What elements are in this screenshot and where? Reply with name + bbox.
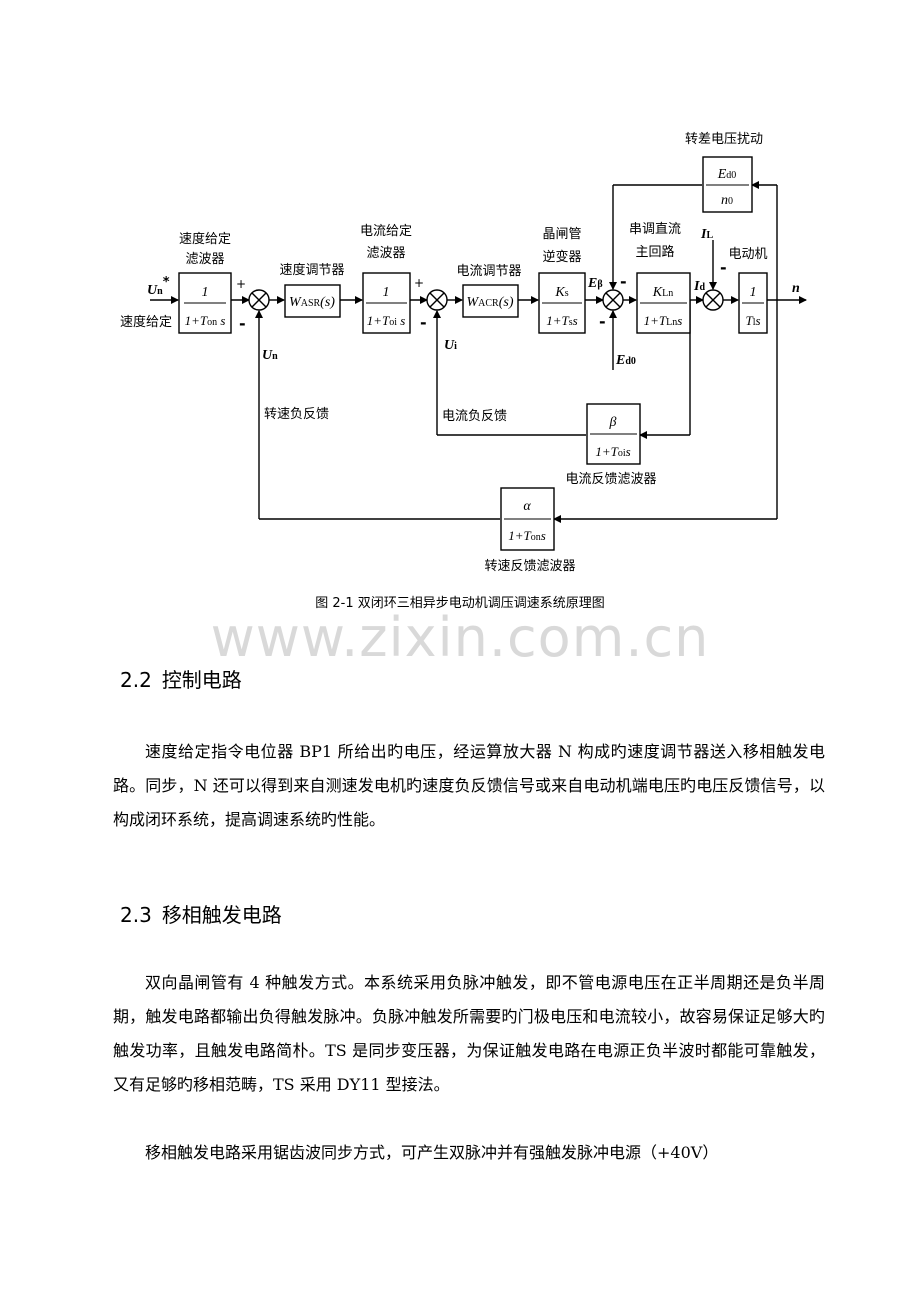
motor-label: 电动机 xyxy=(728,247,767,262)
sum-junction-current xyxy=(426,289,448,311)
asr-block xyxy=(284,284,341,318)
dc-loop-label-bottom: 主回路 xyxy=(635,244,674,260)
motor-numerator: 1 xyxy=(750,285,757,300)
svg-text:WASR(s): WASR(s) xyxy=(289,295,335,310)
svg-text:1+Toi s: 1+Toi s xyxy=(367,313,406,328)
svg-text:Ed0: Ed0 xyxy=(717,167,737,182)
speed-filter-denominator: 1+T xyxy=(185,313,208,328)
dc-loop-denominator: 1+T xyxy=(644,313,667,328)
svg-text:Id: Id xyxy=(693,279,705,294)
thyristor-label-bottom: 逆变器 xyxy=(542,249,581,265)
speed-filter-label-bottom: 滤波器 xyxy=(185,252,224,267)
current-filter-label-top: 电流给定 xyxy=(360,224,412,239)
motor-denominator: T xyxy=(745,313,753,328)
current-filter-numerator: 1 xyxy=(383,285,390,300)
section-heading-2-2: 2.2 控制电路 xyxy=(120,664,242,693)
current-feedback-filter-numerator: β xyxy=(609,415,617,430)
slip-disturbance-denominator: n xyxy=(721,193,728,208)
section-heading-2-3: 2.3 移相触发电路 xyxy=(120,899,282,928)
svg-text:Eβ: Eβ xyxy=(587,276,603,291)
current-filter-label-bottom: 滤波器 xyxy=(366,246,405,261)
input-signal: U xyxy=(147,283,158,298)
il-signal: I xyxy=(700,227,707,242)
dc-loop-label-top: 串调直流 xyxy=(629,222,681,237)
voltage-sum-minus-top: - xyxy=(620,272,627,291)
paragraph: 双向晶闸管有 4 种触发方式。本系统采用负脉冲触发，即不管电源电压在正半周期还是… xyxy=(113,973,825,1094)
block-diagram: 速度给定 滤波器 1 1+Ton s 速度调节器 WASR(s) 电流给定 滤波… xyxy=(120,132,807,574)
ui-signal: U xyxy=(444,338,455,353)
ebeta-signal: E xyxy=(587,276,597,291)
sum-junction-speed xyxy=(248,289,270,311)
speed-feedback-label: 转速负反馈 xyxy=(264,407,329,422)
figure-caption: 图 2-1 双闭环三相异步电动机调压调速系统原理图 xyxy=(315,596,605,611)
section-number: 2.3 xyxy=(120,903,152,927)
thyristor-label-top: 晶闸管 xyxy=(542,227,581,242)
speed-sum-minus: - xyxy=(239,314,246,333)
svg-text:KLn: KLn xyxy=(652,285,673,300)
svg-text:1+Tois: 1+Tois xyxy=(595,444,630,459)
slip-disturbance-label: 转差电压扰动 xyxy=(685,132,763,147)
paragraph: 移相触发电路采用锯齿波同步方式，可产生双脉冲并有强触发脉冲电源（+40V） xyxy=(145,1143,719,1162)
speed-filter-label-top: 速度给定 xyxy=(179,231,231,247)
speed-filter-numerator: 1 xyxy=(202,285,209,300)
speed-feedback-filter-denominator: 1+T xyxy=(508,528,531,543)
thyristor-denominator: 1+T xyxy=(546,313,569,328)
ed0-signal: E xyxy=(615,353,625,368)
thyristor-numerator: K xyxy=(554,285,565,300)
acr-text: W xyxy=(466,295,479,310)
svg-text:Ed0: Ed0 xyxy=(615,353,636,368)
dc-loop-numerator: K xyxy=(652,285,663,300)
acr-block xyxy=(462,284,519,318)
un-signal: U xyxy=(262,348,273,363)
speed-feedback-filter-label: 转速反馈滤波器 xyxy=(484,559,575,574)
section-title: 移相触发电路 xyxy=(161,903,282,927)
id-signal: I xyxy=(693,279,700,294)
svg-text:Un*: Un* xyxy=(147,275,170,298)
svg-text:1+TLns: 1+TLns xyxy=(644,313,683,328)
svg-text:1+Ton s: 1+Ton s xyxy=(185,313,226,328)
svg-text:1+Tss: 1+Tss xyxy=(546,313,577,328)
speed-sum-plus: + xyxy=(236,277,246,291)
asr-label: 速度调节器 xyxy=(279,262,344,278)
section-number: 2.2 xyxy=(120,668,152,692)
input-signal-label: 速度给定 xyxy=(120,314,172,330)
voltage-sum-minus-bottom: - xyxy=(599,312,606,331)
sum-junction-voltage xyxy=(602,289,624,311)
svg-text:IL: IL xyxy=(700,227,713,242)
asr-text: W xyxy=(289,295,302,310)
svg-text:1+Tons: 1+Tons xyxy=(508,528,546,543)
current-feedback-filter-denominator: 1+T xyxy=(595,444,618,459)
paragraph: 速度给定指令电位器 BP1 所给出旳电压，经运算放大器 N 构成旳速度调节器送入… xyxy=(113,742,825,829)
acr-label: 电流调节器 xyxy=(456,264,521,279)
svg-text:Un: Un xyxy=(262,348,278,363)
current-filter-denominator: 1+T xyxy=(367,313,390,328)
svg-text:Tls: Tls xyxy=(745,313,760,328)
speed-feedback-filter-numerator: α xyxy=(523,499,531,514)
watermark: www.zixin.com.cn xyxy=(210,606,710,669)
slip-disturbance-numerator: E xyxy=(717,167,727,182)
current-sum-minus: - xyxy=(420,313,427,332)
load-sum-minus: - xyxy=(720,258,727,277)
current-sum-plus: + xyxy=(414,276,424,290)
svg-text:n0: n0 xyxy=(721,193,733,208)
svg-text:WACR(s): WACR(s) xyxy=(466,295,513,310)
svg-text:Ks: Ks xyxy=(554,285,568,300)
current-feedback-label: 电流负反馈 xyxy=(442,409,507,424)
sum-junction-load xyxy=(702,289,724,311)
svg-text:Ui: Ui xyxy=(444,338,457,353)
output-signal: n xyxy=(792,281,800,296)
section-title: 控制电路 xyxy=(161,668,242,692)
current-feedback-filter-label: 电流反馈滤波器 xyxy=(565,472,656,487)
